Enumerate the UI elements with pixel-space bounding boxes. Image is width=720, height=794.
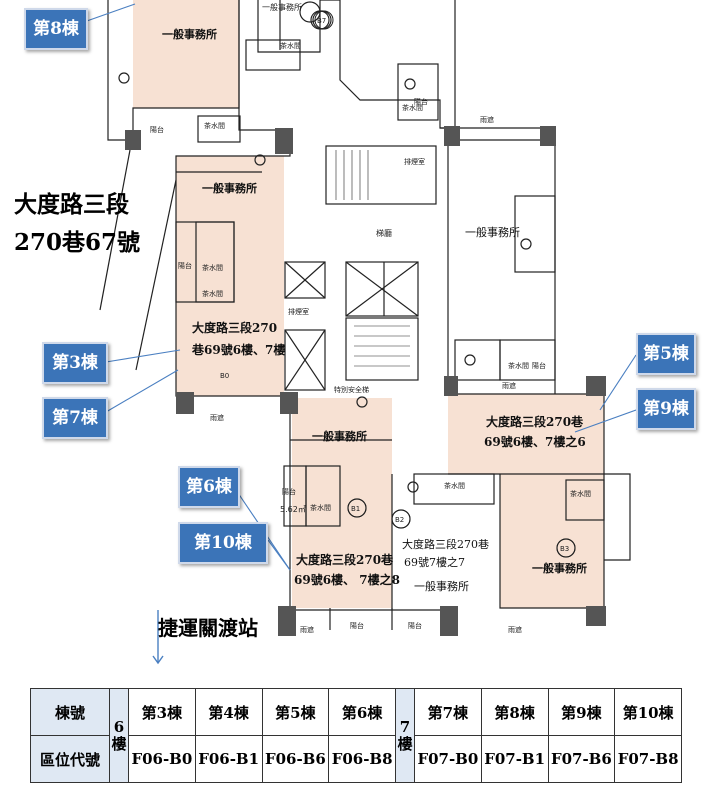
unit-mid-left	[176, 156, 284, 396]
building-tag-10: 第10棟	[178, 522, 268, 564]
label-tea-1: 茶水間	[280, 41, 301, 50]
address-left-2: 巷69號6樓、7樓	[191, 342, 285, 357]
label-balcony-4: 陽台	[532, 361, 546, 370]
down-arrow-icon	[152, 610, 164, 665]
address-plain-2: 69號7樓之7	[404, 555, 465, 569]
street-line-2: 270巷67號	[14, 229, 141, 256]
label-tea-7: 茶水間	[310, 503, 331, 512]
code-b1: B1	[351, 505, 360, 513]
label-tea-9: 茶水間	[570, 489, 591, 498]
building-tag-8: 第8棟	[24, 8, 88, 50]
floor7-num: 7	[399, 717, 411, 736]
address-plain-1: 大度路三段270巷	[402, 537, 489, 551]
label-tea-5: 茶水間	[402, 103, 423, 112]
legend-cell: F07-B1	[480, 735, 549, 783]
label-smoke-room-2: 排煙室	[404, 157, 425, 166]
legend-floor-6: 6 樓	[109, 688, 129, 783]
legend-cell: F07-B0	[414, 735, 482, 783]
building-tag-9: 第9棟	[636, 388, 696, 430]
label-safety-stair: 特別安全梯	[334, 385, 369, 394]
mrt-station-label: 捷運關渡站	[158, 612, 258, 641]
address-left-1: 大度路三段270	[192, 320, 277, 335]
label-office-mid: 一般事務所	[202, 181, 257, 195]
legend-cell: F07-B6	[547, 735, 616, 783]
label-office-b3: 一般事務所	[532, 561, 587, 575]
legend-cell: 第3棟	[128, 688, 196, 736]
code-b3: B3	[560, 545, 569, 553]
legend-table: 棟號 6 樓 第3棟 第4棟 第5棟 第6棟 7 樓 第7棟 第8棟 第9棟 第…	[30, 688, 682, 783]
label-balcony-area: 5.62㎡	[280, 505, 306, 514]
label-tea-3: 茶水間	[202, 263, 223, 272]
legend-cell: 第8棟	[480, 688, 549, 736]
legend-cell: F07-B8	[614, 735, 682, 783]
legend-cell: 第4棟	[194, 688, 263, 736]
floor6-unit: 樓	[111, 734, 127, 753]
unit-top-left	[133, 0, 239, 108]
label-office-bottom: 一般事務所	[414, 579, 469, 593]
unit-right	[448, 394, 604, 474]
label-balcony-1: 陽台	[150, 125, 164, 134]
legend-cell: F06-B8	[328, 735, 396, 783]
label-office-right: 一般事務所	[465, 225, 520, 239]
label-smoke-room: 排煙室	[288, 307, 309, 316]
unit-b1	[292, 398, 392, 608]
label-balcony-7: 陽台	[408, 621, 422, 630]
label-balcony-6: 陽台	[350, 621, 364, 630]
address-right-1: 大度路三段270巷	[486, 414, 584, 429]
building-tag-6: 第6棟	[178, 466, 240, 508]
code-b0: B0	[220, 372, 229, 380]
label-rain-2: 雨遮	[210, 413, 224, 422]
address-b1-2: 69號6樓、 7樓之8	[294, 572, 400, 587]
label-rain-5: 雨遮	[508, 625, 522, 634]
label-tea-4: 茶水間	[202, 289, 223, 298]
address-b1-1: 大度路三段270巷	[296, 552, 394, 567]
legend-cell: F06-B6	[261, 735, 330, 783]
floor-plan: 一般事務所 一般事務所 一般事務所 一般事務所 一般事務所 一般事務所 一般事務…	[83, 0, 637, 636]
label-office-top2: 一般事務所	[262, 2, 302, 12]
legend-cell: 第7棟	[414, 688, 482, 736]
label-office-b1: 一般事務所	[312, 429, 367, 443]
unit-b3	[500, 474, 604, 608]
legend-row-codes: 區位代號 F06-B0 F06-B1 F06-B6 F06-B8 F07-B0 …	[30, 735, 682, 783]
label-tea-8: 茶水間	[444, 481, 465, 490]
legend-row-buildings: 棟號 6 樓 第3棟 第4棟 第5棟 第6棟 7 樓 第7棟 第8棟 第9棟 第…	[30, 688, 682, 783]
legend-floor-7: 7 樓	[395, 688, 415, 783]
legend-cell: F06-B1	[194, 735, 263, 783]
label-tea-6: 茶水間	[508, 361, 529, 370]
label-balcony-5: 陽台	[282, 487, 296, 496]
label-rain-3: 雨遮	[502, 381, 516, 390]
street-line-1: 大度路三段	[14, 191, 129, 218]
building-tag-7: 第7棟	[42, 397, 108, 439]
code-b7: B7	[317, 17, 326, 25]
station-text: 捷運關渡站	[158, 616, 258, 640]
legend-cell: 第6棟	[328, 688, 396, 736]
code-b2: B2	[395, 516, 404, 524]
label-rain-4: 雨遮	[300, 625, 314, 634]
floor6-num: 6	[113, 717, 125, 736]
label-office-top: 一般事務所	[162, 27, 217, 41]
legend-cell: 第9棟	[547, 688, 616, 736]
address-right-2: 69號6樓、7樓之6	[484, 434, 586, 449]
building-tag-3: 第3棟	[42, 342, 108, 384]
legend-head-building: 棟號	[30, 688, 110, 736]
street-address-label: 大度路三段 270巷67號	[14, 186, 140, 262]
label-tea-2: 茶水間	[204, 121, 225, 130]
floor7-unit: 樓	[397, 734, 413, 753]
label-balcony-3: 陽台	[414, 97, 428, 106]
legend-cell: 第5棟	[261, 688, 330, 736]
building-tag-5: 第5棟	[636, 333, 696, 375]
label-stair-hall: 梯廳	[376, 228, 392, 238]
legend-cell: F06-B0	[128, 735, 196, 783]
legend-head-code: 區位代號	[30, 735, 110, 783]
legend-cell: 第10棟	[614, 688, 682, 736]
label-balcony-2: 陽台	[178, 261, 192, 270]
label-rain-1: 雨遮	[480, 115, 494, 124]
